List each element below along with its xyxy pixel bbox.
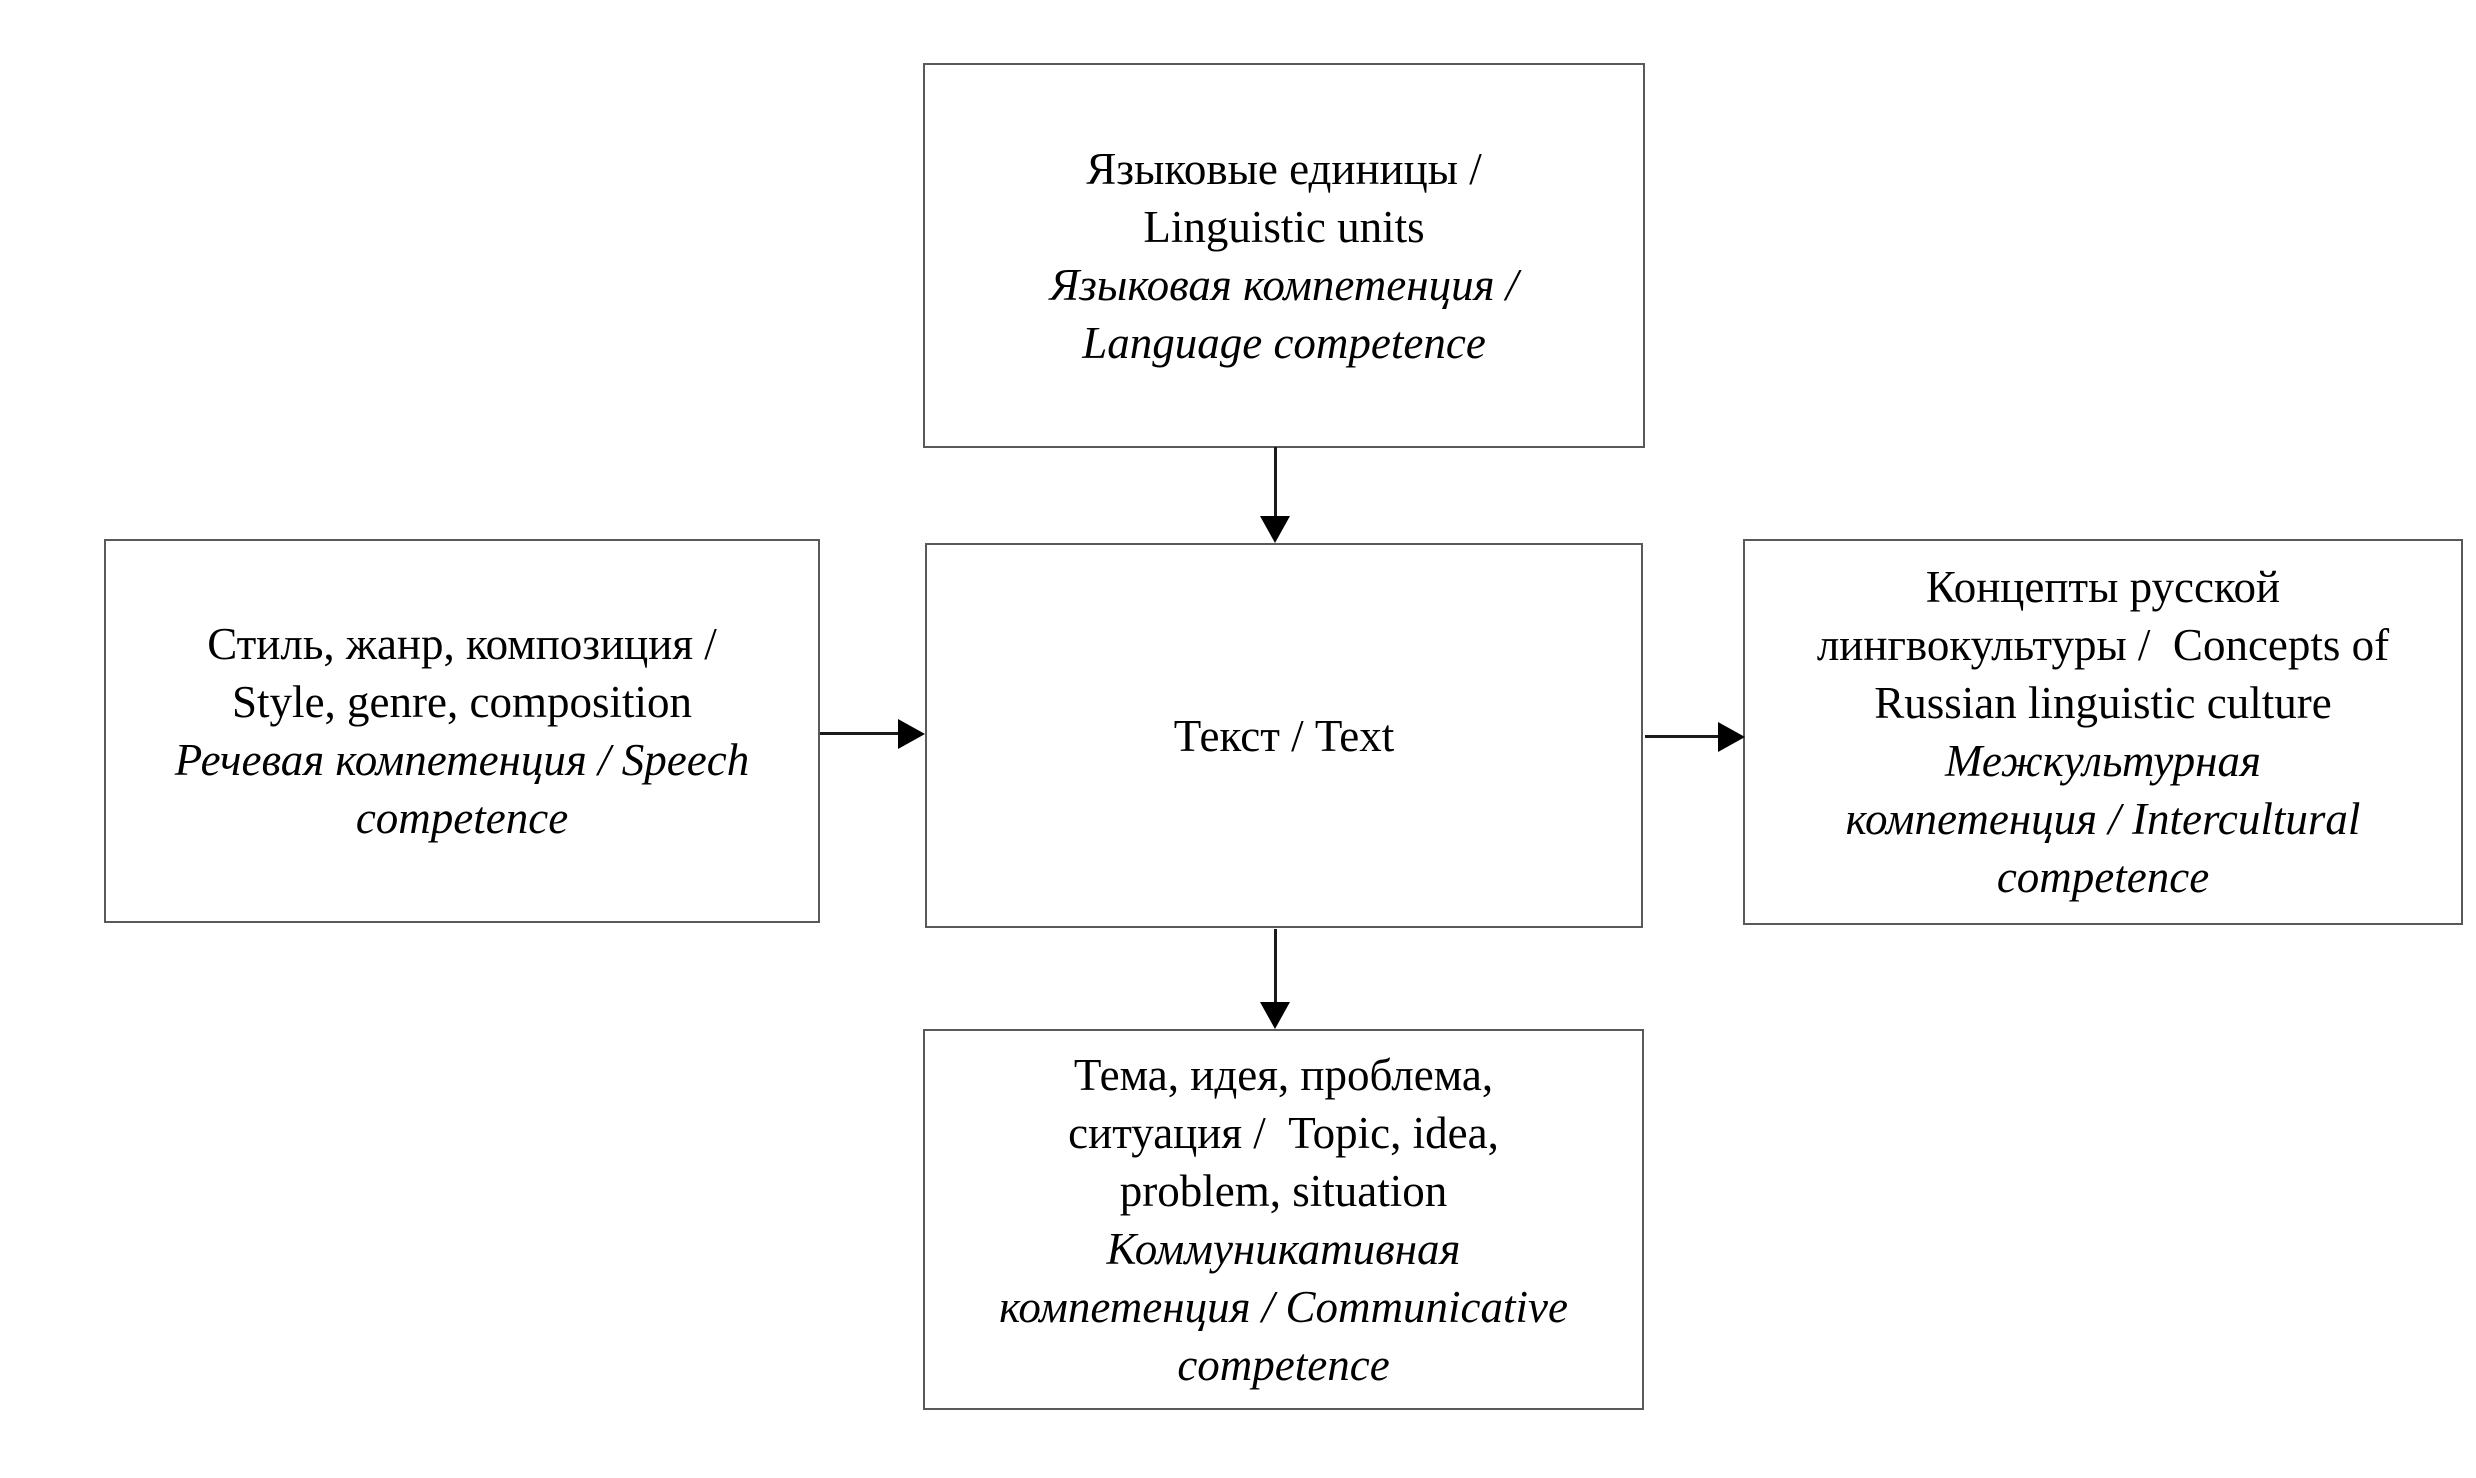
box-concepts-russian-linguistic-culture: Концепты русской лингвокультуры / Concep… — [1743, 539, 2463, 925]
arrow-line — [1274, 447, 1277, 518]
box-concepts-label: Концепты русской лингвокультуры / Concep… — [1816, 562, 2390, 728]
arrowhead-down-icon — [1260, 516, 1290, 543]
box-style-genre-composition-competence-label: Речевая компетенция / Speech competence — [174, 735, 750, 843]
box-topic-idea-problem-situation: Тема, идея, проблема, ситуация / Topic, … — [923, 1029, 1644, 1410]
arrowhead-down-icon — [1260, 1002, 1290, 1029]
arrow-line — [820, 732, 900, 735]
box-text-label: Текст / Text — [1173, 710, 1395, 761]
arrowhead-right-icon — [898, 719, 925, 749]
box-topic-competence-label: Коммуникативная компетенция / Communicat… — [999, 1223, 1568, 1390]
box-style-genre-composition: Стиль, жанр, композиция / Style, genre, … — [104, 539, 820, 923]
arrow-line — [1274, 929, 1277, 1004]
arrow-line — [1645, 735, 1720, 738]
box-concepts-competence-label: Межкультурная компетенция / Intercultura… — [1845, 736, 2361, 902]
box-linguistic-units-competence-label: Языковая компетенция / Language competen… — [1049, 259, 1519, 368]
box-linguistic-units: Языковые единицы / Linguistic units Язык… — [923, 63, 1645, 448]
box-text: Текст / Text — [925, 543, 1643, 928]
arrowhead-right-icon — [1718, 722, 1745, 752]
box-style-genre-composition-label: Стиль, жанр, композиция / Style, genre, … — [207, 619, 717, 727]
box-topic-label: Тема, идея, проблема, ситуация / Topic, … — [1068, 1049, 1499, 1216]
box-linguistic-units-label: Языковые единицы / Linguistic units — [1086, 143, 1482, 252]
